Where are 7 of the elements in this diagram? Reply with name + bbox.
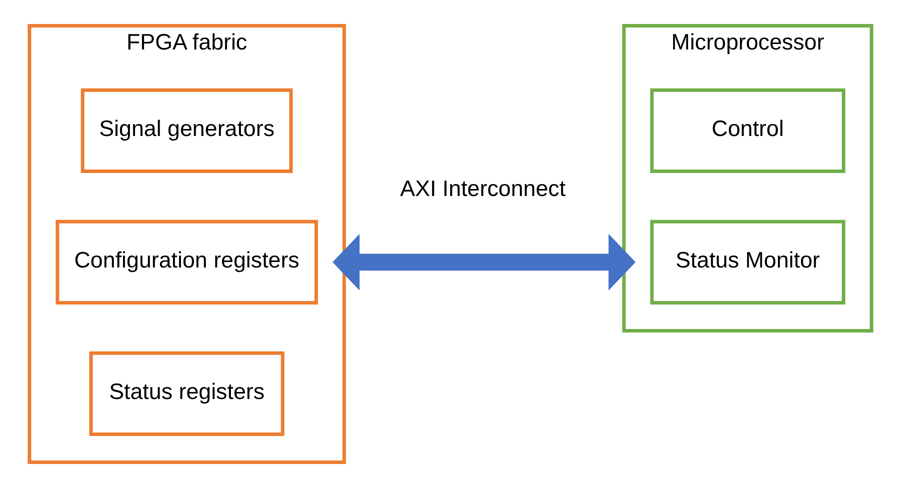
node-box: Signal generators: [80, 88, 293, 172]
edge-label: AXI Interconnect: [400, 176, 566, 201]
node-box: Status Monitor: [650, 219, 846, 304]
node-box: Status registers: [89, 350, 284, 436]
node-box: Control: [650, 88, 846, 172]
arrow: [332, 233, 636, 290]
node-box: Configuration registers: [56, 219, 318, 304]
